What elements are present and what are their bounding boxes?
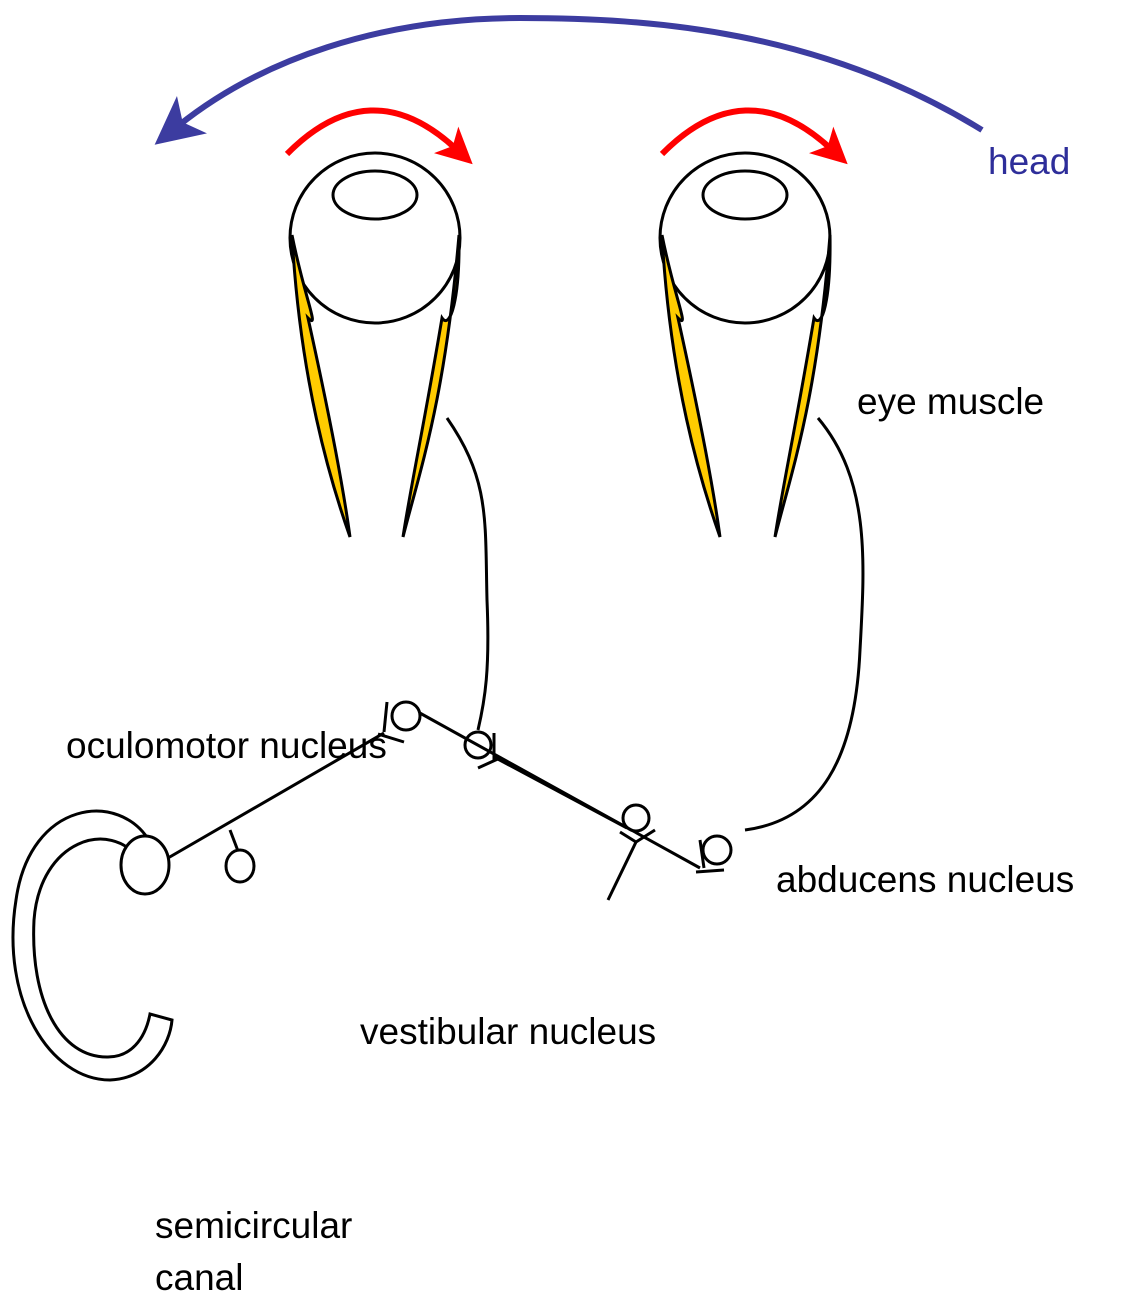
oculomotor-nucleus-label: oculomotor nucleus [66, 724, 387, 768]
vestibular-axon [396, 718, 700, 900]
afferent-branch-terminal [226, 850, 254, 882]
left-eye [290, 153, 460, 537]
abducens-synapse-foot [696, 870, 724, 872]
oculomotor-nerve [447, 418, 488, 730]
left-pupil [333, 171, 417, 219]
abducens-neuron [703, 836, 731, 864]
eye-muscle-label: eye muscle [857, 380, 1044, 424]
canal-ampulla [121, 836, 169, 894]
semicircular-canal-label-line1: semicircular [155, 1204, 352, 1248]
right-eye [660, 153, 830, 537]
head-rotation-arrow [178, 18, 982, 130]
abducens-nucleus [696, 836, 731, 872]
oculomotor-nucleus [465, 732, 500, 768]
right-pupil [703, 171, 787, 219]
right-eye-rotation-arrow [662, 110, 830, 154]
left-eye-rotation-arrow [287, 110, 455, 154]
vestibular-to-abducens-axon [418, 712, 700, 868]
interneuron-branch [608, 842, 636, 900]
head-label: head [988, 140, 1070, 184]
abducens-nerve [745, 418, 863, 830]
vestibular-neuron [392, 702, 420, 730]
vestibular-nucleus-label: vestibular nucleus [360, 1010, 656, 1054]
semicircular-canal-label-line2: canal [155, 1256, 243, 1300]
abducens-nucleus-label: abducens nucleus [776, 858, 1074, 902]
afferent-branch [230, 830, 238, 851]
